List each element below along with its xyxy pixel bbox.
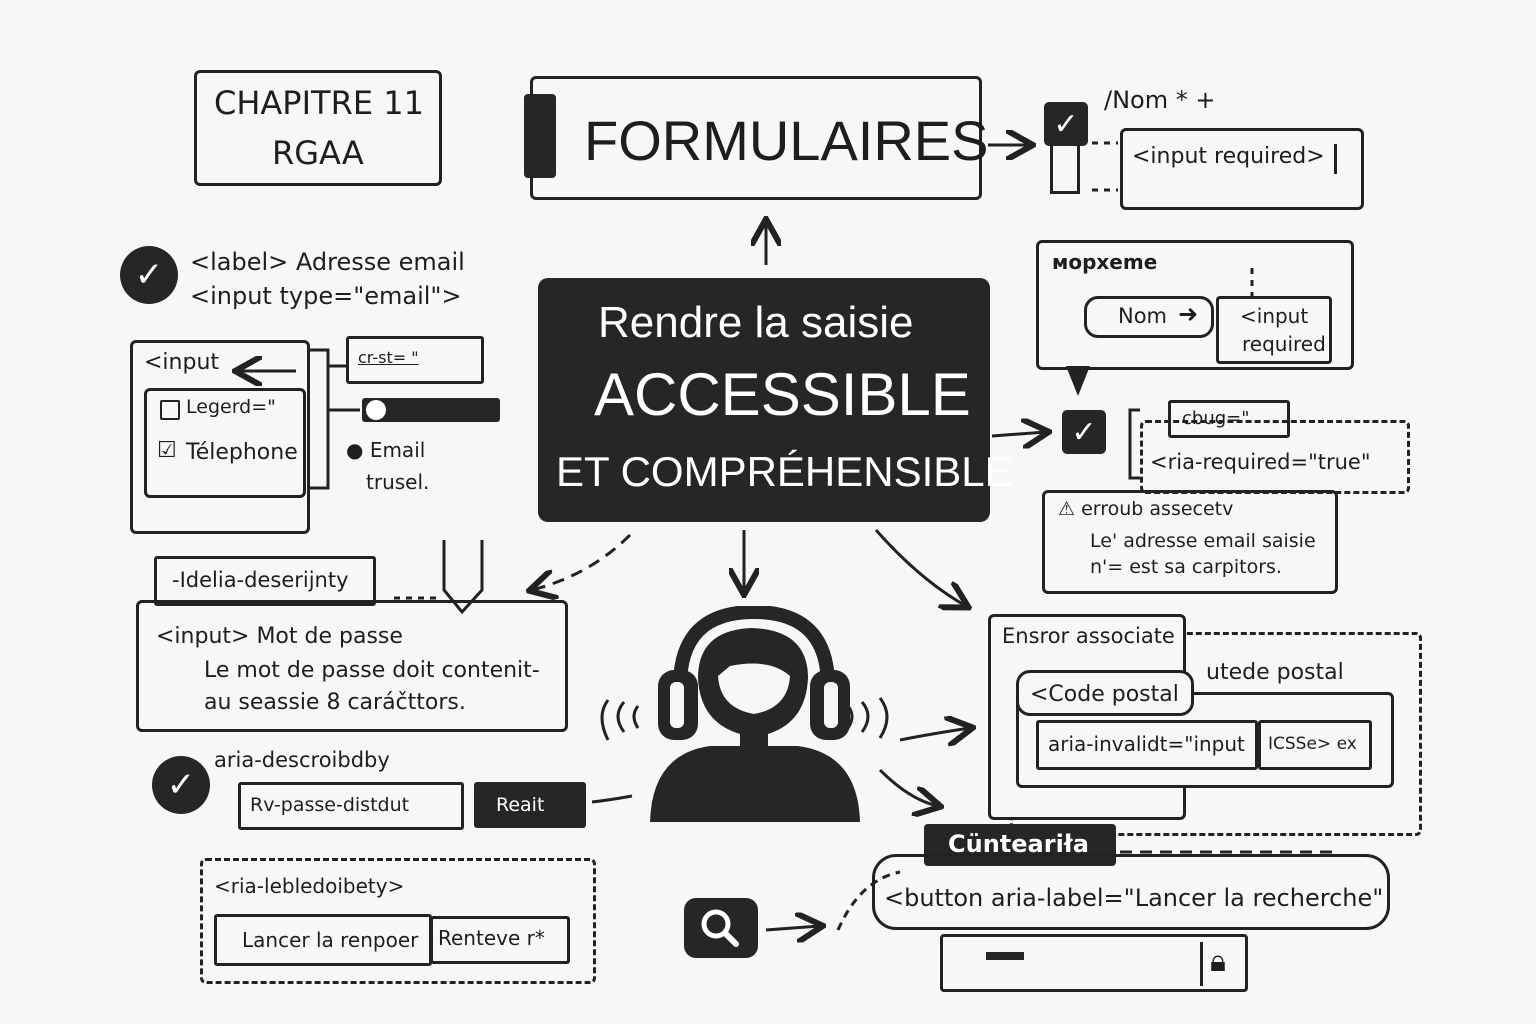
required-check-icon: ✓ <box>1044 102 1088 146</box>
describedby-label: aria-descroibdby <box>214 748 390 772</box>
error-assoc-sub: utede postal <box>1206 660 1344 685</box>
central-line3: ET COMPRÉHENSIBLE <box>556 448 1013 495</box>
fieldset-opt1: ● Email <box>346 438 426 462</box>
error-box-title-text: erroub assecetv <box>1081 498 1234 520</box>
error-assoc-inner-box <box>1016 692 1394 788</box>
error-box <box>1042 490 1338 594</box>
code-postal: <Code postal <box>1030 682 1179 707</box>
labelledby-tag: <ria-lebledoibety> <box>214 874 405 898</box>
aria-invalid: aria-invalidt="input <box>1048 732 1245 756</box>
description-line1: <input> Mot de passe <box>156 624 403 649</box>
fieldset-phone: Télephone <box>186 440 298 465</box>
description-line2: Le mot de passe doit contenit- <box>204 658 540 683</box>
label-email-line1: <label> Adresse email <box>190 248 465 276</box>
labelledby-button[interactable] <box>430 916 570 964</box>
central-box <box>538 278 990 522</box>
description-box <box>136 600 568 732</box>
example-code-line1: <input <box>1240 304 1309 328</box>
aria-required-check-icon: ✓ <box>1062 410 1106 454</box>
example-nom: Nom <box>1118 304 1168 328</box>
central-line1: Rendre la saisie <box>598 298 914 347</box>
phone-checkbox-mark[interactable]: ☑ <box>157 438 177 463</box>
aria-required-code1-box <box>1168 400 1290 438</box>
error-assoc-title: Ensror associate <box>1002 624 1175 648</box>
chapter-line1: CHAPITRE 11 <box>214 84 424 122</box>
contextual-badge-text: Cünteariła <box>948 830 1089 858</box>
search-field-divider <box>1200 942 1203 986</box>
error-ex: ICSSe> ex <box>1268 734 1357 754</box>
label-email-line2: <input type="email"> <box>190 282 462 310</box>
aria-required-code1: cbug=" <box>1182 408 1250 429</box>
describedby-field[interactable] <box>238 782 464 830</box>
chapter-box <box>194 70 442 186</box>
example-nom-pill <box>1084 296 1214 338</box>
fieldset-legend: Legerd=" <box>186 396 276 418</box>
error-box-title: ⚠ erroub assecetv <box>1058 498 1234 520</box>
required-mark: * + <box>1175 86 1216 114</box>
legend-checkbox[interactable] <box>160 400 180 420</box>
describedby-button[interactable] <box>474 782 586 828</box>
chapter-line2: RGAA <box>272 134 364 172</box>
fieldset-title: <input <box>144 350 220 375</box>
fieldset-top-code: cr-st= " <box>358 348 419 367</box>
description-tag-box <box>154 556 376 606</box>
fieldset-outer-box <box>130 340 310 534</box>
aria-required-code2: <ria-required="true" <box>1150 450 1371 474</box>
contextual-badge <box>924 824 1116 866</box>
label-check-icon: ✓ <box>120 246 178 304</box>
dark-bar-dot <box>366 400 386 420</box>
fieldset-inner-box <box>144 388 306 498</box>
lock-icon: 🔒︎ <box>1210 944 1226 979</box>
labelledby-dashed-box <box>200 858 596 984</box>
code-postal-pill <box>1016 670 1194 716</box>
error-box-line1: Le' adresse email saisie <box>1090 530 1316 552</box>
aria-invalid-box <box>1036 720 1258 770</box>
required-input-box <box>1120 128 1364 210</box>
title-accent-bar <box>524 94 556 178</box>
labelledby-button-text: Renteve r* <box>438 926 545 950</box>
description-tag: -Idelia-deserijnty <box>172 568 349 592</box>
text-cursor <box>1334 144 1337 174</box>
central-line2: ACCESSIBLE <box>594 361 971 428</box>
required-label-text: Nom <box>1112 86 1169 114</box>
example-input-box <box>1216 296 1332 364</box>
example-code-line2: required <box>1242 332 1326 356</box>
search-field-bar <box>986 952 1024 960</box>
speech-tail <box>1066 366 1090 396</box>
fieldset-opt2: trusel. <box>366 470 430 494</box>
describedby-button-text: Reait <box>496 794 545 816</box>
describedby-check-icon: ✓ <box>152 756 210 814</box>
button-label-box <box>872 854 1390 930</box>
fieldset-top-code-box <box>346 336 484 384</box>
labelledby-field-text: Lancer la renpoer <box>242 928 419 952</box>
button-aria-label-code: <button aria-label="Lancer la recherche" <box>884 884 1384 912</box>
error-ex-box <box>1258 720 1372 770</box>
describedby-field-text: Rv-passe-distdut <box>250 794 410 816</box>
search-icon[interactable] <box>684 898 758 958</box>
required-label: /Nom * + <box>1104 86 1216 114</box>
description-line3: au seassie 8 caráčttors. <box>204 690 466 715</box>
example-panel <box>1036 240 1354 370</box>
search-field[interactable] <box>940 934 1248 992</box>
example-panel-title: мopxeme <box>1052 250 1158 274</box>
required-input-code: <input required> <box>1132 144 1325 169</box>
required-field-stub <box>1050 146 1080 194</box>
page-title: FORMULAIRES <box>584 109 989 172</box>
example-arrow-icon: ➜ <box>1178 300 1199 328</box>
fieldset-opt1-text: Email <box>369 438 426 462</box>
headset-user-icon <box>650 606 860 822</box>
error-box-line2: n'= est sa carpitors. <box>1090 556 1282 578</box>
